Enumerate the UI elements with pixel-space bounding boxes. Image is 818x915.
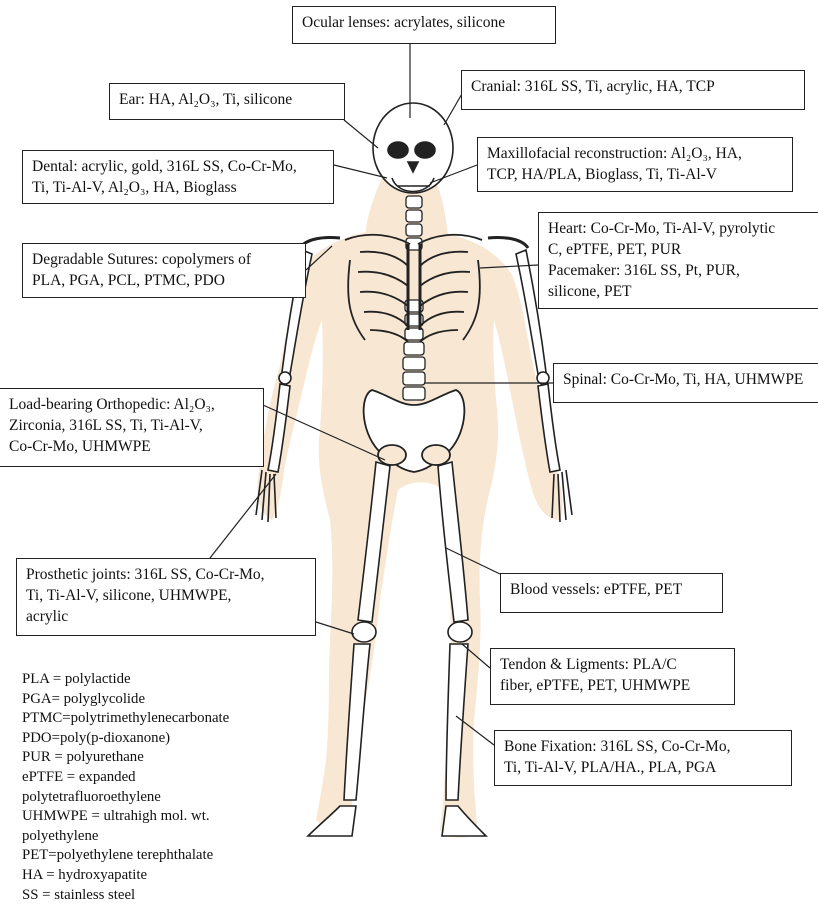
legend-item: PDO=poly(p-dioxanone) [22,729,229,749]
skull [373,103,453,193]
legend-item: PET=polyethylene terephthalate [22,846,229,866]
label-line: Spinal: Co-Cr-Mo, Ti, HA, UHMWPE [563,369,809,390]
label-bone-fixation: Bone Fixation: 316L SS, Co-Cr-Mo, Ti, Ti… [494,730,792,786]
label-dental: Dental: acrylic, gold, 316L SS, Co-Cr-Mo… [22,150,334,204]
label-line: Degradable Sutures: copolymers of [32,249,296,270]
label-line: Load-bearing Orthopedic: Al₂O₃, [9,394,254,415]
label-line: Ti, Ti-Al-V, PLA/HA., PLA, PGA [504,757,782,778]
label-line: Co-Cr-Mo, UHMWPE [9,436,254,457]
legend-item: ePTFE = expanded [22,768,229,788]
label-ocular-lenses: Ocular lenses: acrylates, silicone [292,6,556,44]
label-line: silicone, PET [548,281,809,302]
label-line: Cranial: 316L SS, Ti, acrylic, HA, TCP [471,76,795,97]
label-ear: Ear: HA, Al₂O₃, Ti, silicone [109,83,345,120]
label-spinal: Spinal: Co-Cr-Mo, Ti, HA, UHMWPE [553,363,818,403]
label-line: C, ePTFE, PET, PUR [548,239,809,260]
label-line: fiber, ePTFE, PET, UHMWPE [500,675,725,696]
legend-item: PLA = polylactide [22,670,229,690]
legend-item: PUR = polyurethane [22,748,229,768]
label-line: Ti, Ti-Al-V, Al₂O₃, HA, Bioglass [32,177,324,198]
legend-item: polytetrafluoroethylene [22,788,229,808]
label-line: Maxillofacial reconstruction: Al₂O₃, HA, [487,143,783,164]
label-line: Ear: HA, Al₂O₃, Ti, silicone [119,89,335,110]
label-line: TCP, HA/PLA, Bioglass, Ti, Ti-Al-V [487,164,783,185]
legend-item: PGA= polyglycolide [22,690,229,710]
label-tendon-ligaments: Tendon & Ligments: PLA/C fiber, ePTFE, P… [490,648,735,705]
label-line: Bone Fixation: 316L SS, Co-Cr-Mo, [504,736,782,757]
label-load-bearing-orthopedic: Load-bearing Orthopedic: Al₂O₃, Zirconia… [0,388,264,467]
label-line: Dental: acrylic, gold, 316L SS, Co-Cr-Mo… [32,156,324,177]
legend-item: UHMWPE = ultrahigh mol. wt. [22,807,229,827]
abbreviation-legend: PLA = polylactide PGA= polyglycolide PTM… [22,670,229,905]
legend-item: HA = hydroxyapatite [22,866,229,886]
label-line: Tendon & Ligments: PLA/C [500,654,725,675]
label-prosthetic-joints: Prosthetic joints: 316L SS, Co-Cr-Mo, Ti… [16,558,316,636]
label-blood-vessels: Blood vessels: ePTFE, PET [500,573,723,613]
label-line: Prosthetic joints: 316L SS, Co-Cr-Mo, [26,564,306,585]
label-line: Pacemaker: 316L SS, Pt, PUR, [548,260,809,281]
label-line: Heart: Co-Cr-Mo, Ti-Al-V, pyrolytic [548,218,809,239]
label-line: Ti, Ti-Al-V, silicone, UHMWPE, [26,585,306,606]
label-line: acrylic [26,606,306,627]
label-line: Zirconia, 316L SS, Ti, Ti-Al-V, [9,415,254,436]
legend-item: SS = stainless steel [22,886,229,906]
label-maxillofacial: Maxillofacial reconstruction: Al₂O₃, HA,… [477,137,793,192]
label-line: PLA, PGA, PCL, PTMC, PDO [32,270,296,291]
label-line: Blood vessels: ePTFE, PET [510,579,713,600]
legend-item: PTMC=polytrimethylenecarbonate [22,709,229,729]
label-line: Ocular lenses: acrylates, silicone [302,12,546,33]
legend-item: polyethylene [22,827,229,847]
label-degradable-sutures: Degradable Sutures: copolymers of PLA, P… [22,243,306,298]
label-heart-pacemaker: Heart: Co-Cr-Mo, Ti-Al-V, pyrolytic C, e… [538,212,818,309]
label-cranial: Cranial: 316L SS, Ti, acrylic, HA, TCP [461,70,805,110]
